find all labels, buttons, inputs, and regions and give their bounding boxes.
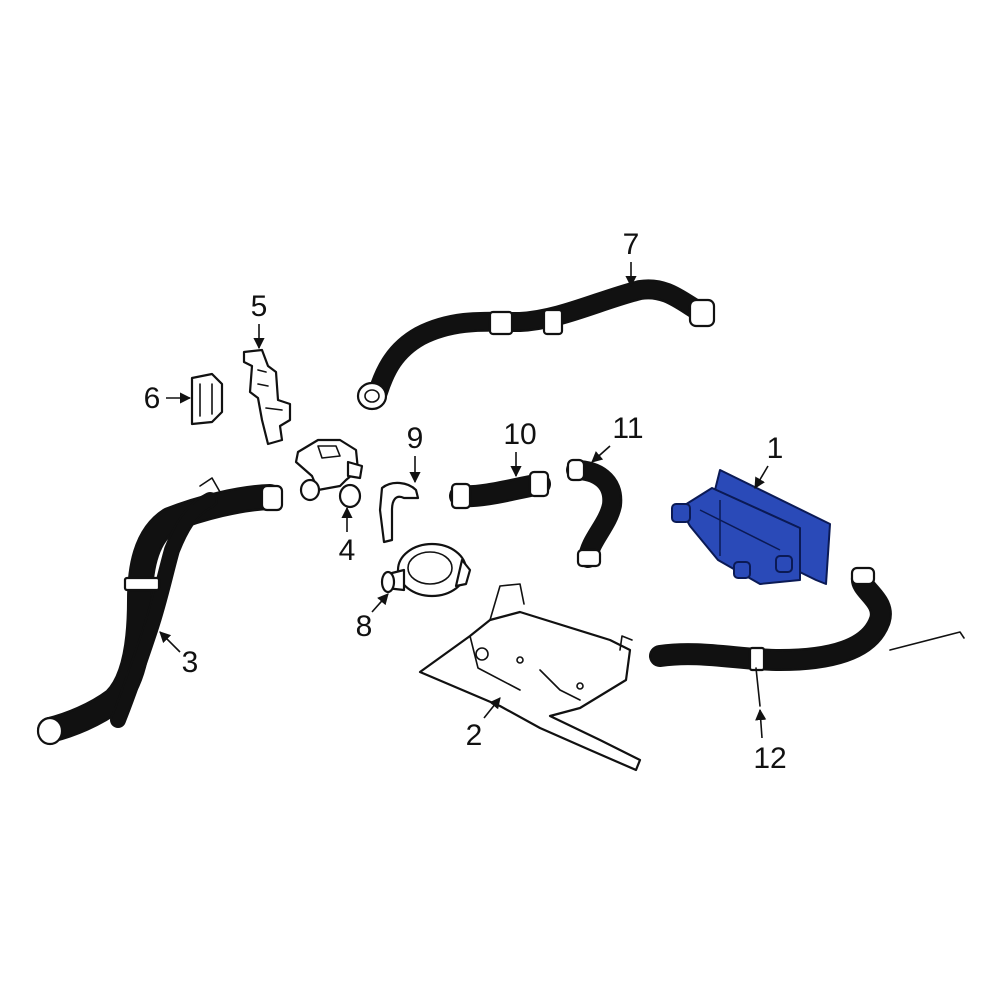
callout-6: 6 [144,382,161,415]
callout-5: 5 [251,290,268,323]
part-7-upper-hose[interactable] [356,279,716,411]
callout-10: 10 [503,418,536,451]
part-3-lower-hose[interactable] [36,477,284,746]
callout-3: 3 [182,646,199,679]
callout-8: 8 [356,610,373,643]
part-5-bracket[interactable] [242,348,292,446]
part-11-bent-hose[interactable] [566,458,623,568]
callout-1: 1 [767,432,784,465]
callout-7: 7 [623,228,640,261]
part-8-pump[interactable] [380,542,472,598]
callout-11: 11 [612,412,643,445]
callout-4: 4 [339,534,356,567]
part-6-clip[interactable] [190,372,224,426]
callout-9: 9 [407,422,424,455]
part-2-carrier[interactable] [418,583,642,772]
callout-2: 2 [466,719,483,752]
part-10-short-hose[interactable] [449,470,551,510]
part-9-strap[interactable] [378,481,420,544]
part-1-highlighted-module[interactable] [671,469,831,585]
callout-12: 12 [753,742,786,775]
part-4-valve[interactable] [294,438,364,509]
part-12-lower-hose[interactable] [649,566,965,707]
